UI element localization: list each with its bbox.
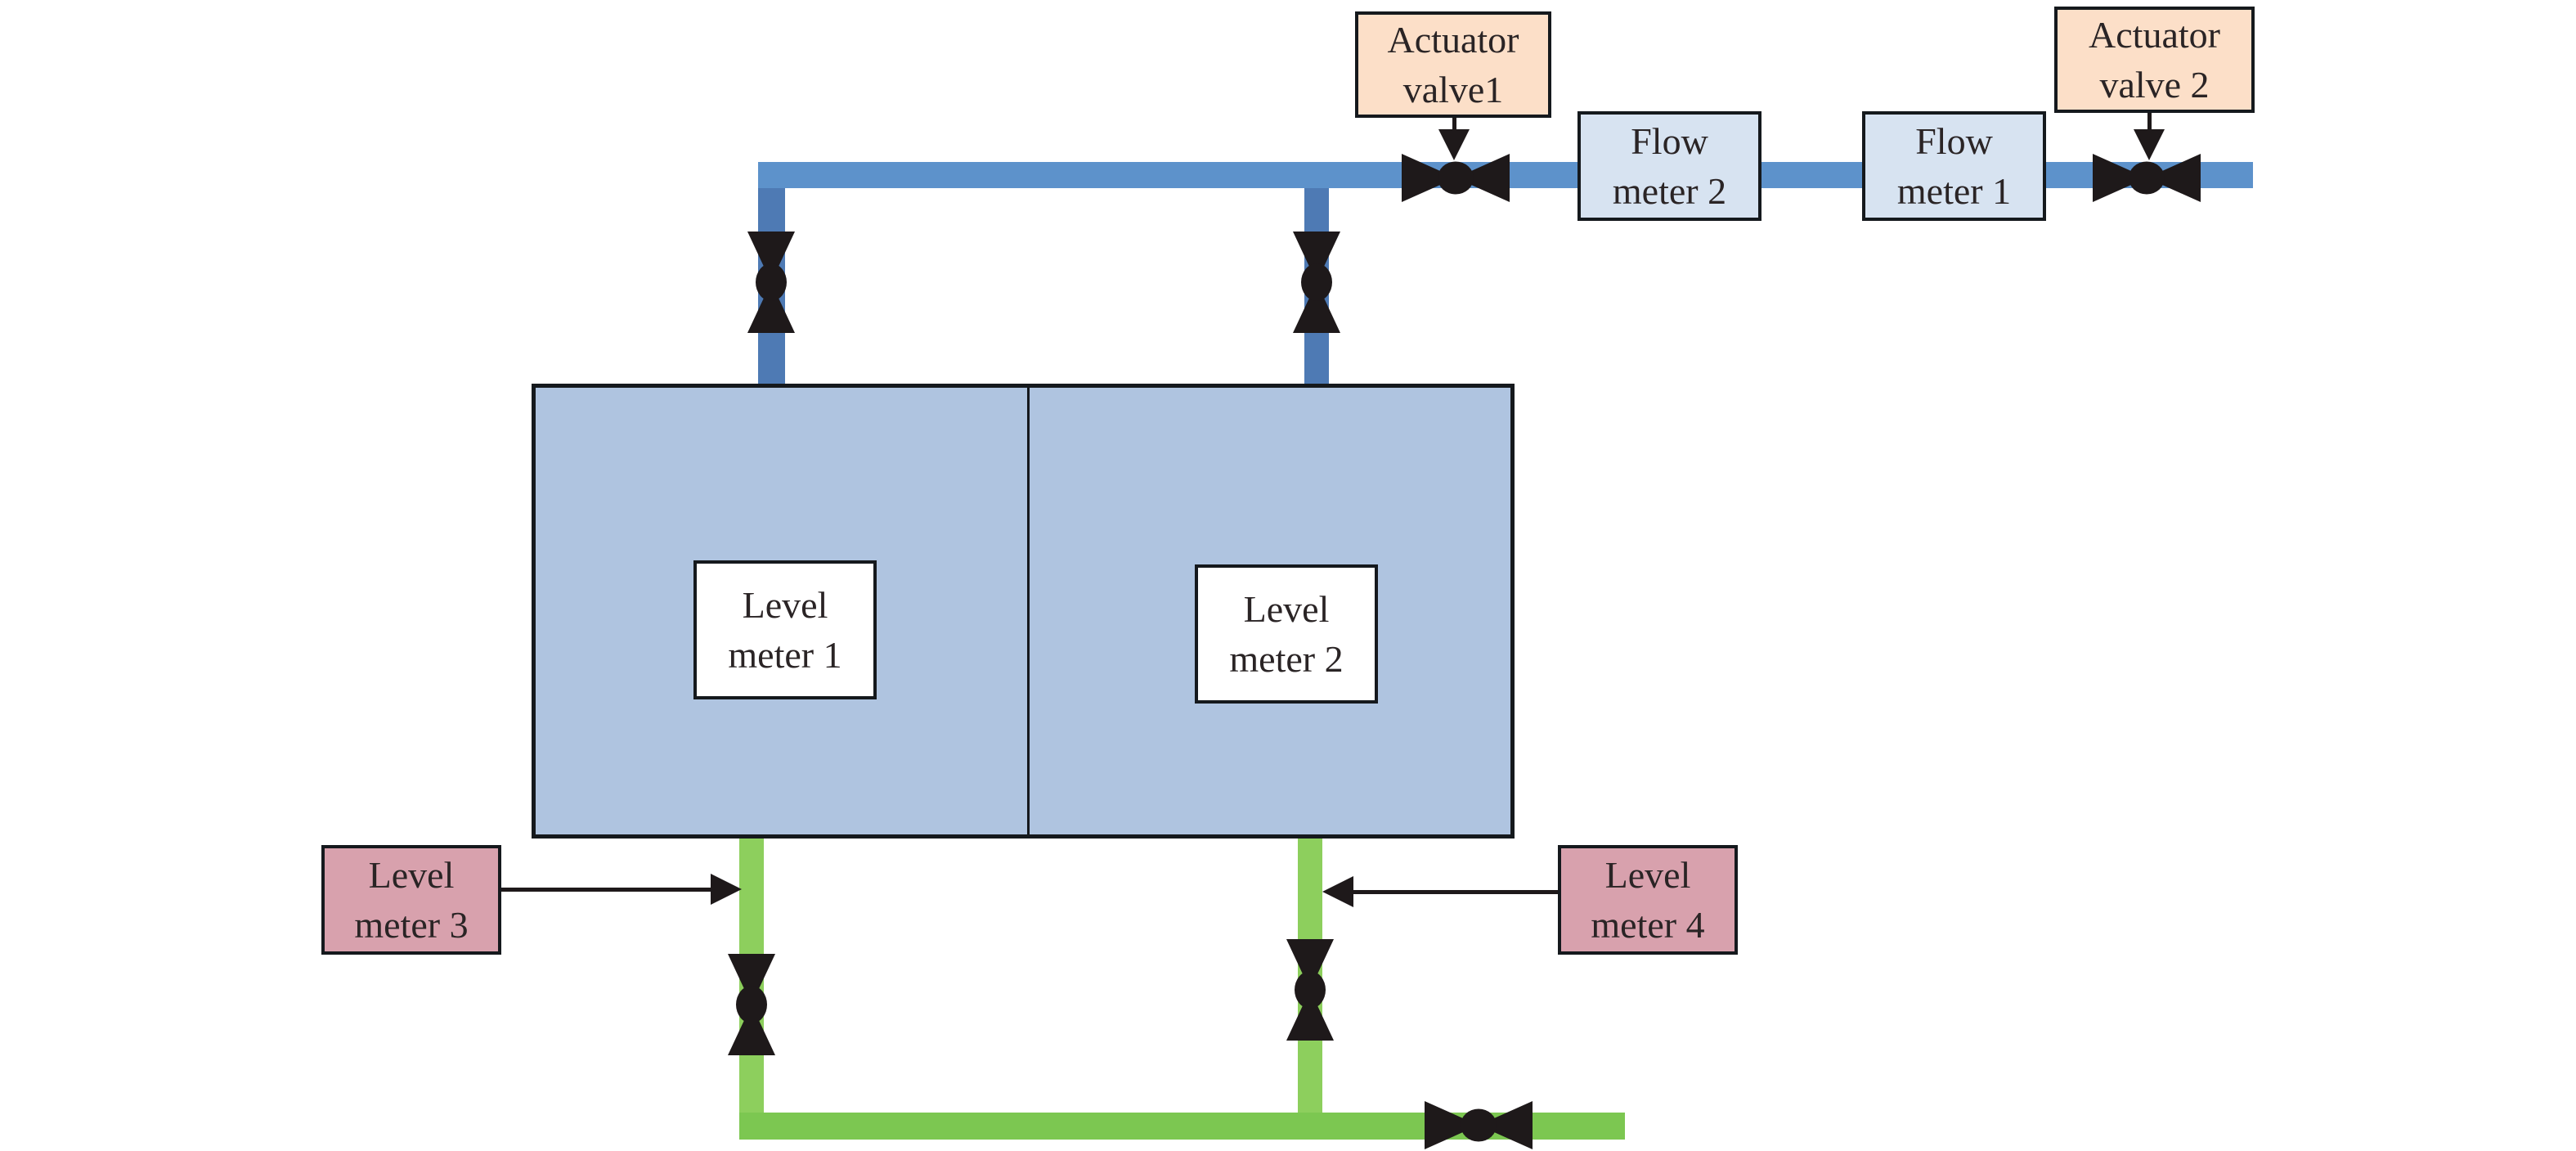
level-meter-4-label-line1: Level	[1604, 854, 1691, 896]
level-meter-4-arrow-icon	[1322, 876, 1353, 907]
tank2-outlet-valve-icon	[1286, 939, 1334, 1041]
flow-meter-1-box: Flow meter 1	[1862, 111, 2046, 221]
level-meter-2-label-line2: meter 2	[1229, 638, 1344, 680]
flow-meter-2-label-line2: meter 2	[1612, 170, 1727, 212]
actuator-valve-1-arrow-icon	[1438, 129, 1470, 160]
level-meter-4-arrow-line	[1353, 890, 1558, 894]
actuator-valve-1-label-line1: Actuator	[1387, 19, 1519, 61]
level-meter-3-label-line1: Level	[368, 854, 455, 896]
actuator-valve-2-icon	[2093, 154, 2201, 202]
level-meter-2-label-line1: Level	[1243, 588, 1330, 630]
level-meter-4-box: Level meter 4	[1558, 845, 1738, 955]
actuator-valve-1-label-line2: valve1	[1402, 69, 1504, 110]
level-meter-1-box: Level meter 1	[693, 560, 877, 699]
level-meter-1-label-line1: Level	[742, 584, 828, 626]
drain-line-valve-icon	[1425, 1101, 1533, 1149]
actuator-valve-2-arrow-icon	[2134, 129, 2165, 160]
flow-meter-2-box: Flow meter 2	[1577, 111, 1761, 221]
actuator-valve-1-icon	[1402, 154, 1510, 202]
level-meter-3-label-line2: meter 3	[354, 904, 469, 946]
tank1-outlet-valve-icon	[728, 954, 775, 1055]
actuator-valve-1-label-box: Actuator valve1	[1355, 11, 1551, 118]
flow-meter-1-label-line2: meter 1	[1896, 170, 2012, 212]
actuator-valve-2-label-line1: Actuator	[2089, 14, 2220, 56]
actuator-valve-2-arrow-stem	[2147, 111, 2152, 134]
level-meter-4-label-line2: meter 4	[1591, 904, 1705, 946]
tank1-inlet-valve-icon	[747, 232, 795, 333]
flow-meter-1-label-line1: Flow	[1915, 120, 1993, 162]
actuator-valve-1-arrow-stem	[1452, 117, 1456, 137]
level-meter-1-label-line2: meter 1	[728, 634, 842, 676]
tank2-inlet-valve-icon	[1293, 232, 1340, 333]
flow-meter-2-label-line1: Flow	[1631, 120, 1708, 162]
level-meter-3-box: Level meter 3	[321, 845, 501, 955]
level-meter-3-arrow-icon	[711, 874, 742, 905]
level-meter-3-arrow-line	[501, 888, 714, 892]
actuator-valve-2-label-box: Actuator valve 2	[2054, 7, 2255, 113]
level-meter-2-box: Level meter 2	[1195, 564, 1378, 704]
actuator-valve-2-label-line2: valve 2	[2099, 64, 2210, 106]
tank-divider	[1027, 388, 1030, 834]
